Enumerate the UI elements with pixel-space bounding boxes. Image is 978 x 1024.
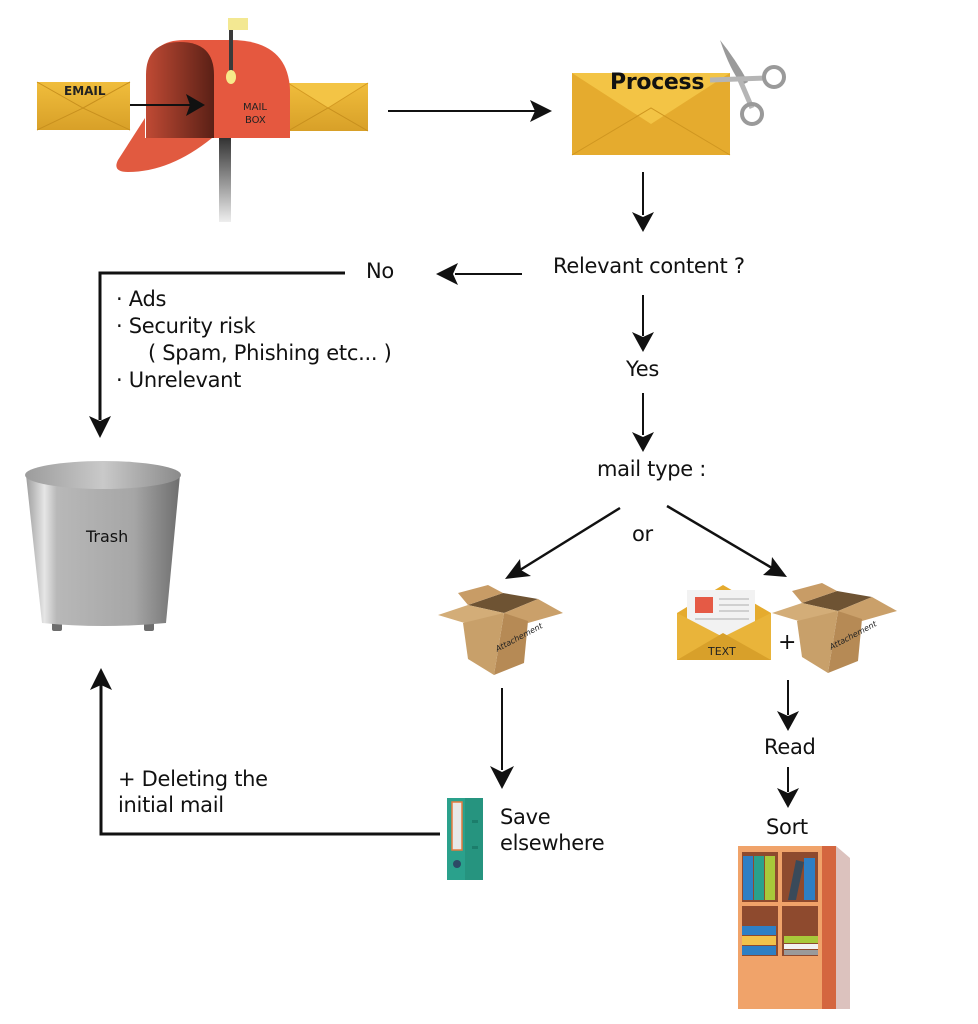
scissors-icon [709, 40, 786, 126]
mailbox-label-line1: MAIL [243, 102, 267, 113]
binder-icon [447, 798, 487, 880]
arrow-into-mailbox-icon [186, 94, 205, 116]
decision-yes-label: Yes [626, 357, 659, 381]
arrow-to-attachment-only [519, 506, 621, 572]
mailbox-label-line2: BOX [245, 115, 266, 126]
mailbox-illustration: EMAIL MAIL BOX [0, 0, 400, 230]
outgoing-envelope-icon [287, 82, 369, 132]
delete-note-line1: + Deleting the [118, 767, 268, 791]
save-line2: elsewhere [500, 831, 605, 855]
text-envelope-label: TEXT [708, 645, 736, 658]
arrow-to-trash [98, 271, 345, 420]
process-label: Process [610, 70, 705, 95]
save-line1: Save [500, 805, 551, 829]
attachment-box-right: Attachement [772, 583, 897, 678]
or-label: or [632, 522, 653, 546]
arrow-save-to-trash [99, 685, 440, 836]
reason-security-risk: · Security risk [116, 314, 256, 338]
filing-cabinet [738, 846, 853, 1011]
mailbox-door-shade [146, 42, 214, 138]
decision-question: Relevant content ? [553, 254, 745, 278]
sort-label: Sort [766, 815, 808, 839]
arrow-to-text-and-attachment [666, 504, 773, 570]
rejected-reasons-list: · Ads · Security risk ( Spam, Phishing e… [116, 286, 392, 394]
attachment-box-left: Attachement [438, 585, 563, 680]
process-envelope: Process [560, 30, 800, 160]
email-envelope-icon [36, 81, 131, 131]
mail-type-label: mail type : [597, 457, 707, 481]
reason-unrelevant: · Unrelevant [116, 368, 242, 392]
reason-ads: · Ads [116, 287, 167, 311]
plus-sign: + [778, 630, 797, 655]
reason-security-examples: ( Spam, Phishing etc... ) [148, 341, 392, 365]
trash-can: Trash [20, 455, 190, 635]
decision-no-label: No [366, 259, 394, 283]
mailbox-post [219, 138, 231, 222]
read-label: Read [764, 735, 816, 759]
text-envelope: TEXT [675, 585, 775, 665]
delete-note-line2: initial mail [118, 793, 224, 817]
mailbox-door-open [116, 118, 212, 172]
trash-label: Trash [86, 527, 129, 546]
email-envelope-label: EMAIL [64, 84, 106, 98]
